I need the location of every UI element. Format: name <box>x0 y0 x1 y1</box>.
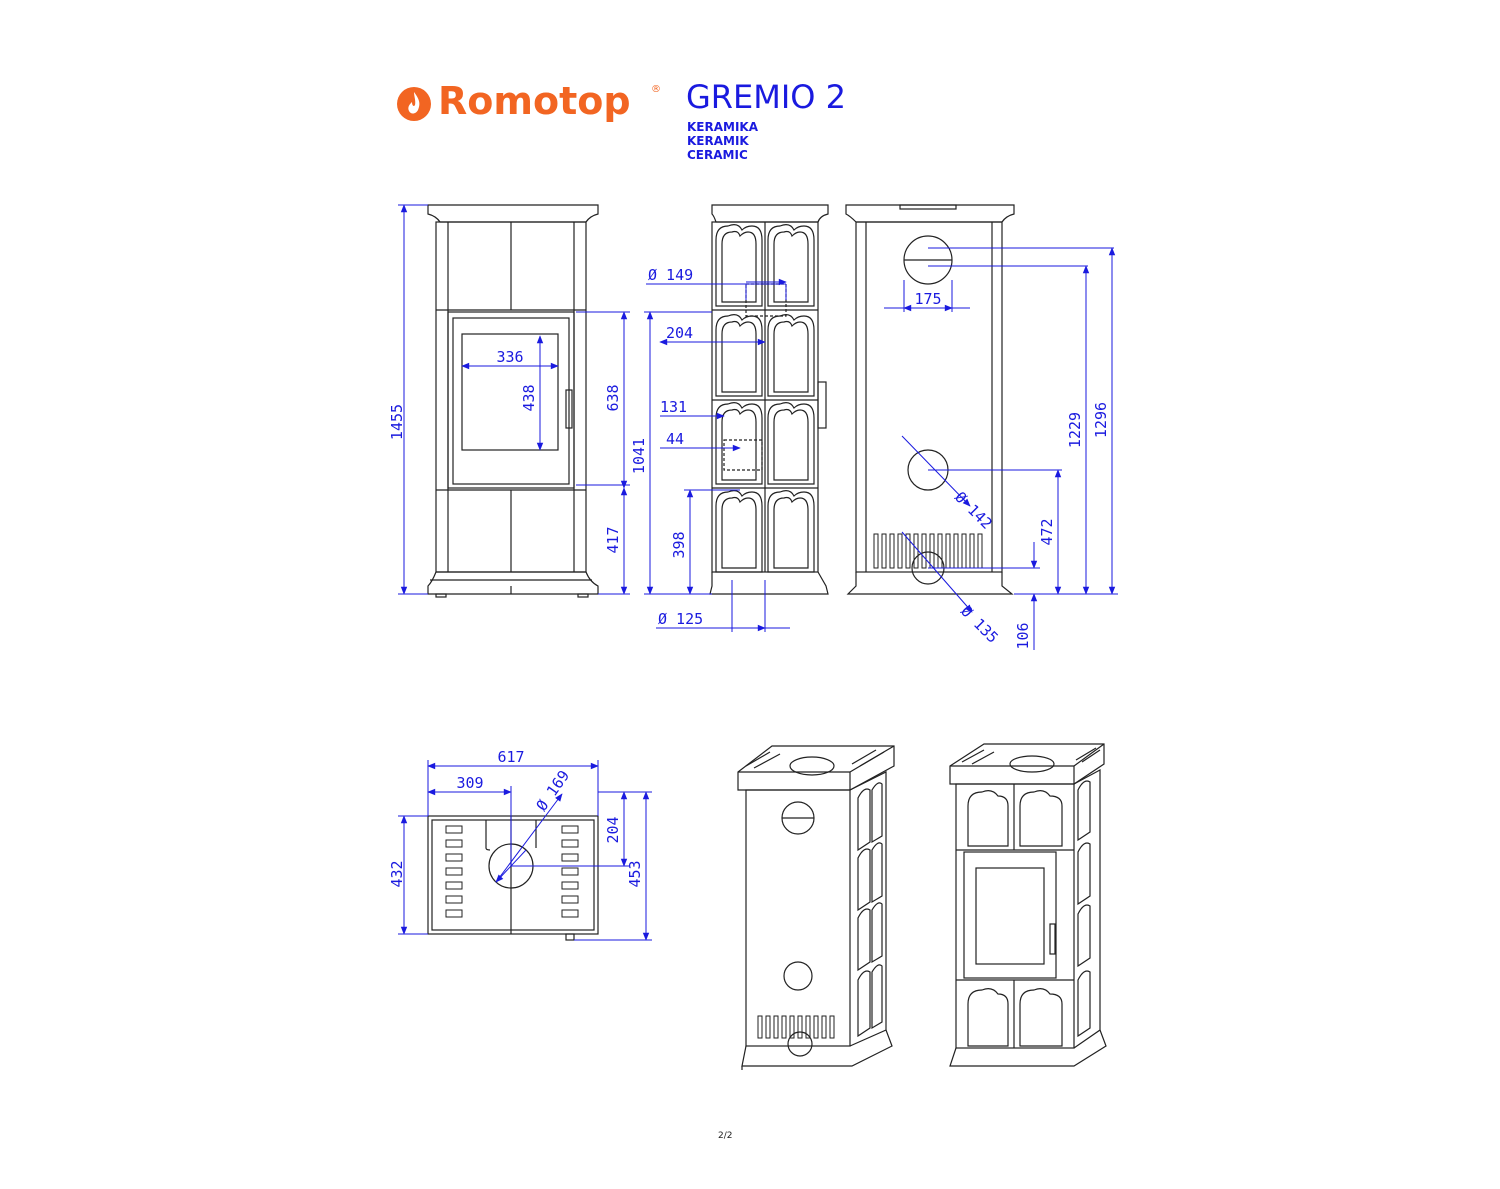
dim-door-height: 638 <box>604 384 622 411</box>
dim-plan-flue-diameter: Ø 169 <box>533 767 574 814</box>
dim-plan-depth-total: 453 <box>626 860 644 887</box>
dim-plan-depth: 432 <box>388 860 406 887</box>
dim-rear-flue-height-1: 1229 <box>1066 412 1084 448</box>
dim-flue-diameter: Ø 149 <box>648 266 693 284</box>
dim-air-inlet-height: 106 <box>1014 622 1032 649</box>
plan-view <box>427 815 599 941</box>
isometric-front-view <box>949 743 1107 1067</box>
dim-rear-flue-height: 472 <box>1038 518 1056 545</box>
side-dimensions <box>644 278 790 632</box>
front-dimensions <box>398 204 630 595</box>
dim-rear-flue-width: 175 <box>914 290 941 308</box>
side-view <box>709 204 829 595</box>
dim-plan-width: 617 <box>497 748 524 766</box>
dim-plan-flue-x: 309 <box>456 774 483 792</box>
dim-air-offset-1: 131 <box>660 398 687 416</box>
dim-flue-offset: 204 <box>666 324 693 342</box>
brand-registered-mark: ® <box>651 84 661 95</box>
rear-view <box>845 204 1015 595</box>
variant-label-en: CERAMIC <box>687 148 748 162</box>
dim-plan-flue-y: 204 <box>604 816 622 843</box>
variant-label-cz: KERAMIKA <box>687 120 759 134</box>
isometric-rear-view <box>737 745 895 1070</box>
dim-air-height: 398 <box>670 531 688 558</box>
dim-rear-flue-diameter: Ø 142 <box>951 488 996 533</box>
romotop-flame-logo <box>397 87 431 121</box>
dim-air-inlet-diameter: Ø 135 <box>957 602 1002 647</box>
model-title: GREMIO 2 <box>686 78 847 116</box>
front-view <box>427 204 599 598</box>
variant-label-de: KERAMIK <box>687 134 749 148</box>
dim-base-height: 417 <box>604 526 622 553</box>
dim-air-diameter: Ø 125 <box>658 610 703 628</box>
dim-rear-flue-height-2: 1296 <box>1092 402 1110 438</box>
page-number: 2/2 <box>718 1131 733 1141</box>
dim-overall-side: 1041 <box>630 438 648 474</box>
dim-air-offset-2: 44 <box>666 430 684 448</box>
dim-total-height: 1455 <box>388 404 406 440</box>
rear-dimensions <box>884 247 1118 650</box>
brand-name: Romotop <box>438 79 631 123</box>
plan-dimensions <box>398 760 652 941</box>
dim-glass-height: 438 <box>520 384 538 411</box>
dim-glass-width: 336 <box>496 348 523 366</box>
